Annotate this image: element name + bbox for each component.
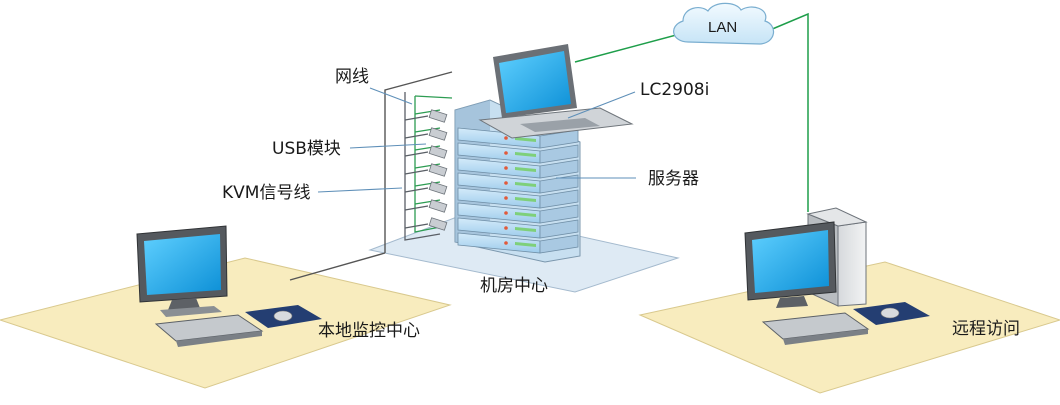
usb-module <box>428 145 448 159</box>
usb-module-column <box>428 109 448 231</box>
usb-module <box>428 127 448 141</box>
lan-label: LAN <box>708 19 737 36</box>
console-pointer <box>567 91 636 119</box>
remote-access-label: 远程访问 <box>952 319 1020 339</box>
usb-module <box>428 217 448 231</box>
usb-module <box>428 163 448 177</box>
server-unit <box>457 217 579 239</box>
remote-monitor-screen <box>752 230 829 293</box>
kvm-cable-pointer <box>317 187 403 193</box>
console-screen <box>499 51 571 113</box>
usb-module <box>428 109 448 123</box>
server-cable-bundle <box>404 92 453 241</box>
remote-tower-front <box>837 221 867 307</box>
console-model-label: LC2908i <box>640 80 709 100</box>
remote-mouse <box>880 307 900 319</box>
local-mouse <box>273 310 293 322</box>
usb-module <box>428 181 448 195</box>
server-unit <box>457 187 579 209</box>
usb-module-label: USB模块 <box>272 139 341 159</box>
server-unit <box>457 157 579 179</box>
server-unit <box>457 172 579 194</box>
kvm-link <box>289 71 453 281</box>
local-workstation <box>136 225 322 347</box>
kvm-console <box>478 44 634 139</box>
remote-workstation <box>744 207 930 345</box>
usb-module-pointer <box>349 143 427 149</box>
server-unit <box>457 202 579 224</box>
local-monitor-label: 本地监控中心 <box>318 321 420 341</box>
network-cable-pointer <box>369 87 413 105</box>
callout-lines <box>317 87 636 193</box>
lan-cloud <box>673 2 774 45</box>
server-unit <box>457 142 579 164</box>
machine-room-label: 机房中心 <box>480 276 548 296</box>
network-cable-label: 网线 <box>335 67 369 87</box>
server-unit <box>457 232 579 254</box>
kvm-cable-label: KVM信号线 <box>222 183 310 203</box>
server-unit-stack <box>457 127 579 254</box>
usb-module <box>428 199 448 213</box>
servers-label: 服务器 <box>648 169 699 189</box>
local-monitor-screen <box>144 234 221 295</box>
